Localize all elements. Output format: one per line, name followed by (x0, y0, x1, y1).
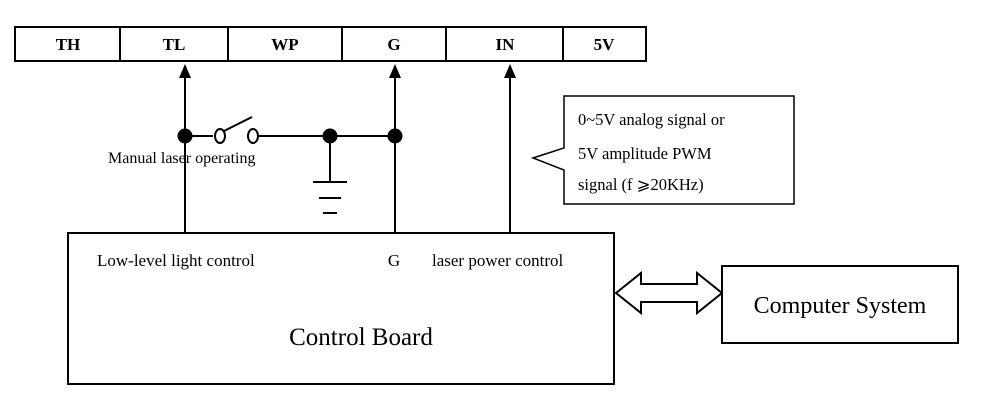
tl-wire (179, 64, 191, 233)
computer-system-label: Computer System (754, 293, 927, 319)
signal-note-line-1: 0~5V analog signal or (578, 110, 725, 129)
junction-dot (322, 128, 338, 144)
manual-switch-circuit: Manual laser operating (108, 116, 403, 214)
pin-tl: TL (163, 35, 186, 54)
port-label-power: laser power control (432, 251, 564, 270)
port-label-low-level: Low-level light control (97, 251, 255, 270)
signal-note-line-2: 5V amplitude PWM (578, 144, 712, 163)
control-board: Low-level light control G laser power co… (67, 232, 615, 385)
switch-icon (214, 116, 259, 144)
ground-symbol-icon (313, 181, 347, 214)
pin-th: TH (56, 35, 81, 54)
callout-box (530, 95, 795, 205)
port-label-ground: G (388, 251, 400, 270)
pin-in: IN (496, 35, 516, 54)
arrow-up-icon (389, 64, 401, 78)
switch-label: Manual laser operating (108, 150, 256, 167)
pin-g: G (387, 35, 400, 54)
control-board-title: Control Board (289, 324, 433, 351)
in-wire (504, 64, 516, 233)
computer-system: Computer System (721, 265, 959, 344)
pin-wp: WP (271, 35, 298, 54)
connector-header-frame (14, 26, 647, 62)
double-arrow-icon (614, 270, 724, 316)
control-board-frame (67, 232, 615, 385)
pin-5v: 5V (594, 35, 616, 54)
signal-note-line-3: signal (f ⩾20KHz) (578, 175, 704, 194)
computer-system-frame (721, 265, 959, 344)
g-wire (389, 64, 401, 233)
connector-header: TH TL WP G IN 5V (14, 26, 647, 62)
signal-note: 0~5V analog signal or 5V amplitude PWM s… (530, 95, 795, 205)
arrow-up-icon (179, 64, 191, 78)
arrow-up-icon (504, 64, 516, 78)
junction-dot (177, 128, 193, 144)
junction-dot (387, 128, 403, 144)
